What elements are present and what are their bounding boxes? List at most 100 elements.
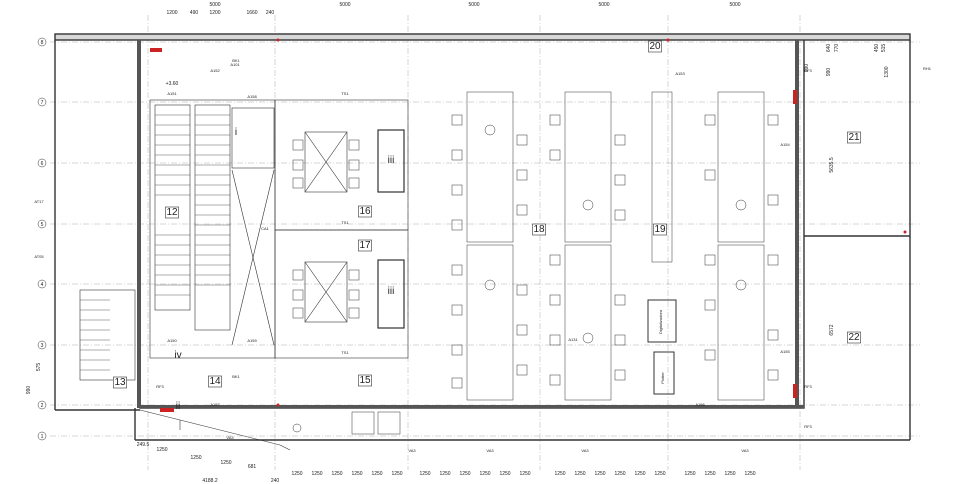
dimension-label: 450 bbox=[874, 44, 880, 53]
grid-label: 6 bbox=[41, 161, 44, 167]
dimension-label: 1300 bbox=[884, 66, 890, 77]
dimension-label: 5000 bbox=[729, 2, 740, 8]
dimension-label: 1200 bbox=[209, 10, 220, 16]
tag-label: VA3 bbox=[408, 448, 416, 453]
tag-label: TS1 bbox=[341, 91, 349, 96]
dimension-label: 6572 bbox=[829, 324, 835, 335]
grid-label: 7 bbox=[41, 100, 44, 106]
room-label-box bbox=[165, 206, 179, 219]
tag-label: A151 bbox=[167, 91, 177, 96]
tag-label: CA1 bbox=[261, 226, 270, 231]
dimension-label: 1250 bbox=[479, 471, 490, 477]
grid-bubble bbox=[37, 158, 47, 168]
room-label-box bbox=[358, 239, 372, 252]
tag-labels: A151A152A158A159A150A153A154A155A156A157… bbox=[34, 58, 931, 453]
room-label: 16 bbox=[359, 206, 371, 217]
grid-bubble bbox=[37, 37, 47, 47]
ramp bbox=[139, 409, 291, 451]
grid-bubble bbox=[37, 340, 47, 350]
grid-bubble bbox=[37, 97, 47, 107]
room-label: 20 bbox=[649, 41, 661, 52]
dimension-label: 1250 bbox=[439, 471, 450, 477]
room-label-box bbox=[358, 205, 372, 218]
tag-label: A158 bbox=[247, 94, 257, 99]
room-label: 14 bbox=[209, 376, 221, 387]
tag-label: TS1 bbox=[341, 220, 349, 225]
grid-label: 2 bbox=[41, 403, 44, 409]
dimension-label: 1250 bbox=[594, 471, 605, 477]
grid-label: 3 bbox=[41, 343, 44, 349]
dimension-label: 990 bbox=[826, 68, 832, 77]
grid-bubble bbox=[37, 219, 47, 229]
dimension-label: 1250 bbox=[654, 471, 665, 477]
tag-label: A155 bbox=[780, 349, 790, 354]
room-label: 15 bbox=[359, 375, 371, 386]
workstations bbox=[351, 91, 765, 435]
tag-label: TS1 bbox=[341, 350, 349, 355]
desk-round-markers bbox=[292, 124, 747, 433]
tag-label: A131 bbox=[568, 337, 578, 342]
tag-label: RF3 bbox=[804, 384, 812, 389]
stair-treads bbox=[80, 114, 230, 371]
dimension-label: 1250 bbox=[190, 455, 201, 461]
grid-lines bbox=[50, 15, 920, 470]
tag-label: A156 bbox=[695, 402, 705, 407]
room-label-box bbox=[653, 223, 667, 236]
grid-label: 8 bbox=[41, 40, 44, 46]
stair-core bbox=[79, 99, 276, 381]
tag-label: VA3 bbox=[581, 448, 589, 453]
room-label-box bbox=[847, 131, 861, 144]
dimension-label: 240 bbox=[271, 478, 280, 484]
dimension-label: 5000 bbox=[468, 2, 479, 8]
tag-label: A152 bbox=[210, 68, 220, 73]
tag-label: AT17 bbox=[34, 199, 44, 204]
dimension-label: 575 bbox=[36, 363, 42, 372]
dimension-label: 1250 bbox=[614, 471, 625, 477]
dimension-label: 490 bbox=[190, 10, 199, 16]
tag-label: A101 bbox=[230, 62, 240, 67]
dimension-label: 640 bbox=[826, 44, 832, 53]
dimension-label: 1250 bbox=[634, 471, 645, 477]
room-label: i bbox=[235, 127, 237, 138]
dimension-label: 515 bbox=[881, 44, 887, 53]
level-mark: +3.60 bbox=[166, 81, 179, 87]
chairs bbox=[292, 114, 779, 389]
dimension-label: 5000 bbox=[598, 2, 609, 8]
dimension-label: 1250 bbox=[459, 471, 470, 477]
room-label: iii bbox=[388, 155, 395, 166]
tag-label: RF3 bbox=[804, 424, 812, 429]
room-label: 22 bbox=[848, 332, 860, 343]
dimension-label: 4188.2 bbox=[202, 478, 218, 484]
tag-label: RF3 bbox=[804, 68, 812, 73]
room-label-box bbox=[113, 376, 127, 389]
room-label: 12 bbox=[166, 207, 178, 218]
dimension-label: 1250 bbox=[220, 460, 231, 466]
grid-label: 1 bbox=[41, 434, 44, 440]
room-label: iii bbox=[388, 286, 395, 297]
dimension-label: 1250 bbox=[724, 471, 735, 477]
tag-label: AT05 bbox=[34, 254, 44, 259]
grid-bubble bbox=[37, 431, 47, 441]
room-label: 19 bbox=[654, 224, 666, 235]
tag-label: A153 bbox=[675, 71, 685, 76]
tag-label: RH1 bbox=[923, 66, 932, 71]
room-label: 21 bbox=[848, 132, 860, 143]
dimension-label: 1250 bbox=[419, 471, 430, 477]
room-label: ii bbox=[176, 401, 180, 412]
dimension-label: 1250 bbox=[499, 471, 510, 477]
room-label-box bbox=[208, 375, 222, 388]
dimension-label: 681 bbox=[248, 464, 257, 470]
misc-labels: +3.60 bbox=[166, 81, 179, 87]
grid-label: 4 bbox=[41, 282, 44, 288]
dimension-label: 1250 bbox=[351, 471, 362, 477]
room-label-box bbox=[532, 223, 546, 236]
tag-label: VA3 bbox=[226, 435, 234, 440]
tag-label: VA3 bbox=[486, 448, 494, 453]
tag-label: VA3 bbox=[741, 448, 749, 453]
room-label: iv bbox=[174, 350, 181, 361]
dimension-label: 1250 bbox=[291, 471, 302, 477]
room-label-box bbox=[358, 374, 372, 387]
